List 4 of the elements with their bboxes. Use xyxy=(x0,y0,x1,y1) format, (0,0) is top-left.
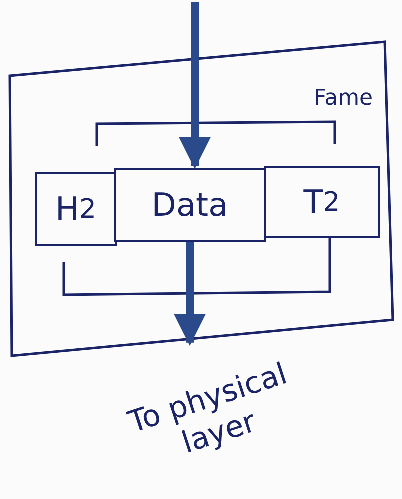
arrow xyxy=(179,2,211,170)
frame-field: Data xyxy=(114,168,266,242)
frame-label: Fame xyxy=(314,86,374,111)
arrow xyxy=(174,242,206,346)
